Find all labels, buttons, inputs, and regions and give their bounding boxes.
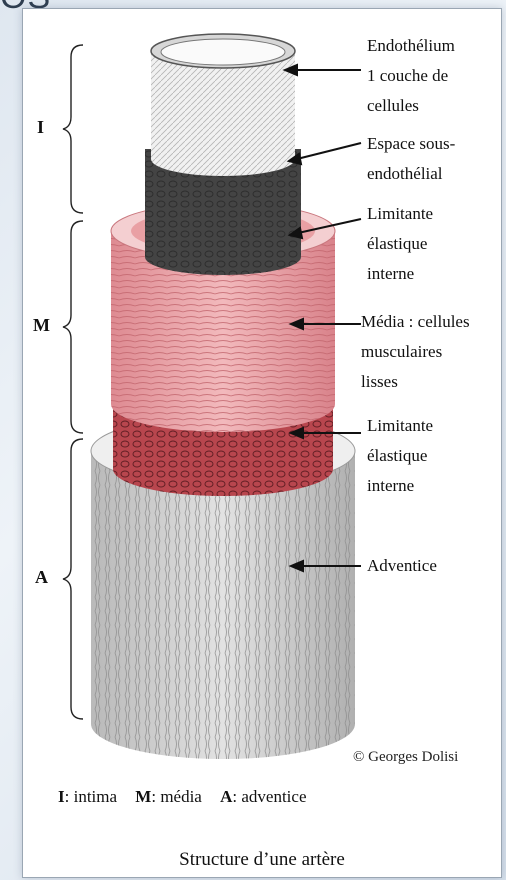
label-line: interne — [367, 471, 433, 501]
region-braces — [63, 45, 83, 719]
label-line: endothélial — [367, 159, 455, 189]
legend: I: intima M: média A: adventice — [58, 787, 307, 807]
label-subendothelial: Espace sous- endothélial — [367, 129, 455, 189]
legend-key-media: M — [135, 787, 151, 806]
legend-key-intima: I — [58, 787, 65, 806]
endothelium-layer — [151, 34, 295, 176]
label-line: Espace sous- — [367, 129, 455, 159]
figure-caption: Structure d’une artère — [23, 849, 501, 871]
label-line: Adventice — [367, 551, 437, 581]
copyright-text: © Georges Dolisi — [353, 749, 458, 766]
label-line: Limitante — [367, 411, 433, 441]
label-line: musculaires — [361, 337, 470, 367]
legend-text-adventice: : adventice — [232, 787, 306, 806]
label-line: 1 couche de — [367, 61, 455, 91]
label-limitante-1: Limitante élastique interne — [367, 199, 433, 289]
label-line: Limitante — [367, 199, 433, 229]
label-endothelium: Endothélium 1 couche de cellules — [367, 31, 455, 121]
legend-text-intima: : intima — [65, 787, 117, 806]
label-media: Média : cellules musculaires lisses — [361, 307, 470, 397]
label-line: Média : cellules — [361, 307, 470, 337]
brace-media — [63, 221, 83, 433]
label-line: cellules — [367, 91, 455, 121]
label-line: interne — [367, 259, 433, 289]
region-label-adventice: A — [35, 567, 48, 588]
diagram-frame: I M A Endothélium 1 couche de cellules E… — [22, 8, 502, 878]
region-label-intima: I — [37, 117, 44, 138]
label-line: lisses — [361, 367, 470, 397]
label-line: élastique — [367, 229, 433, 259]
label-line: Endothélium — [367, 31, 455, 61]
label-limitante-2: Limitante élastique interne — [367, 411, 433, 501]
legend-text-media: : média — [151, 787, 202, 806]
label-adventice: Adventice — [367, 551, 437, 581]
legend-key-adventice: A — [220, 787, 232, 806]
region-label-media: M — [33, 315, 50, 336]
label-line: élastique — [367, 441, 433, 471]
brace-adventice — [63, 439, 83, 719]
brace-intima — [63, 45, 83, 213]
